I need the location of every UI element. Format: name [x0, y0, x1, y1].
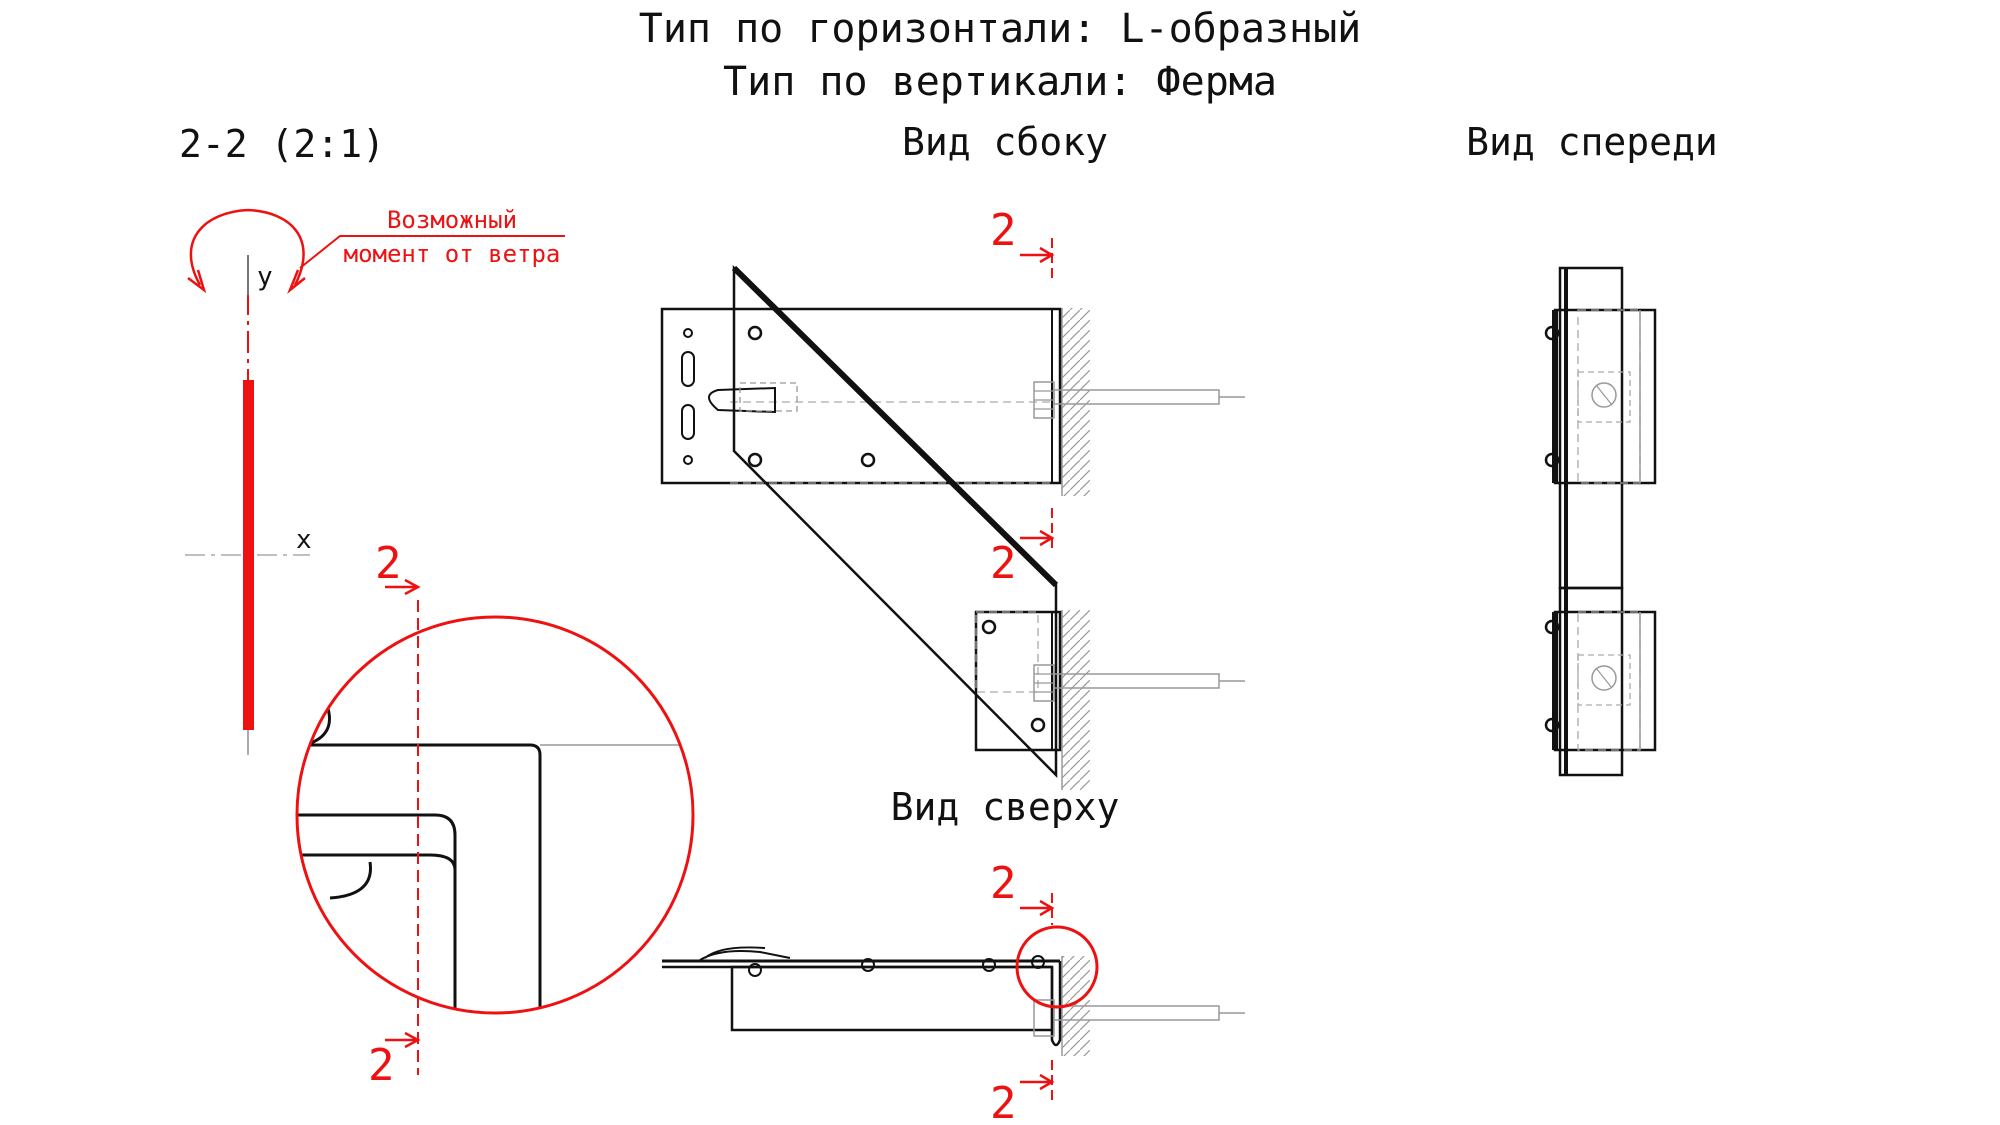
wall-hatch-bottom: [1062, 610, 1090, 790]
anchor-top: [1033, 381, 1245, 419]
magnified-detail: 2 2: [295, 538, 695, 1091]
wind-note-leader: [299, 235, 565, 269]
section-mark-label: 2: [375, 538, 402, 589]
section-arrow-icon: [1020, 1073, 1055, 1091]
diagonal-strut: [732, 265, 1058, 779]
slot-hole: [681, 351, 695, 387]
front-strut-lower: [1558, 586, 1624, 777]
bolt: [1544, 619, 1560, 635]
section-mark-label: 2: [990, 858, 1017, 909]
section-mark-label: 2: [368, 1040, 395, 1091]
detail-bolt-arc-bottom: [329, 861, 372, 900]
bolt: [860, 452, 876, 468]
wind-note-line2: момент от ветра: [344, 240, 561, 268]
detail-inner-corner: [297, 813, 457, 1013]
bolt: [1544, 717, 1560, 733]
detail-circle: [295, 615, 695, 1015]
bolt: [861, 958, 875, 972]
top-anchor: [1033, 999, 1245, 1037]
small-hole: [683, 455, 693, 465]
section-arrow-icon: [1020, 529, 1055, 547]
section-2-2-detail: Возможный момент от ветра y x: [185, 206, 565, 755]
section-mark-label: 2: [990, 538, 1017, 589]
wall-hatch-top: [1062, 308, 1090, 496]
detail-marker-circle: [1015, 925, 1099, 1009]
bolt: [1031, 955, 1045, 969]
slot-hole: [681, 404, 695, 440]
title-vertical-type: Тип по вертикали: Ферма: [723, 59, 1277, 105]
section-mark-label: 2: [990, 1078, 1017, 1125]
bolt: [1030, 717, 1046, 733]
front-strut-upper: [1558, 266, 1624, 590]
top-pin-shape: [699, 946, 791, 961]
axis-x-label: x: [296, 525, 312, 555]
wind-arrow-left-icon: [187, 269, 207, 294]
front-anchor-bottom: [1577, 654, 1631, 706]
label-front-view: Вид спереди: [1466, 120, 1718, 164]
small-hole: [683, 328, 693, 338]
bolt: [747, 325, 763, 341]
pin-element: [708, 386, 776, 414]
section-mark-label: 2: [990, 205, 1017, 256]
bolt: [748, 963, 762, 977]
top-view: 2 2: [662, 858, 1245, 1125]
section-arrow-icon: [385, 1031, 421, 1049]
bolt: [747, 452, 763, 468]
detail-outer-corner: [297, 743, 542, 1013]
top-angle-leg: [1050, 961, 1062, 1047]
wind-note-line1: Возможный: [387, 206, 517, 234]
section-arrow-icon: [1020, 246, 1055, 264]
label-section-2-2: 2-2 (2:1): [179, 122, 385, 166]
front-anchor-top: [1577, 371, 1631, 423]
profile-section-bar: [243, 380, 254, 730]
title-horizontal-type: Тип по горизонтали: L-образный: [639, 6, 1361, 52]
bolt: [1544, 452, 1560, 468]
section-arrow-icon: [1020, 899, 1055, 917]
bolt: [981, 619, 997, 635]
front-view: [1544, 266, 1657, 777]
wind-moment-arc: [189, 208, 305, 286]
label-side-view: Вид сбоку: [902, 120, 1108, 164]
wind-arrow-right-icon: [287, 269, 306, 294]
detail-flange-line: [297, 853, 457, 871]
detail-bolt-arc-top: [304, 699, 331, 747]
anchor-bottom: [1033, 664, 1245, 702]
section-arrow-icon: [385, 578, 421, 596]
bolt: [982, 958, 996, 972]
top-body: [730, 965, 1054, 1032]
axis-y-label: y: [257, 262, 273, 292]
label-top-view: Вид сверху: [891, 785, 1120, 829]
bolt: [1544, 325, 1560, 341]
side-view: 2 2: [660, 205, 1245, 790]
